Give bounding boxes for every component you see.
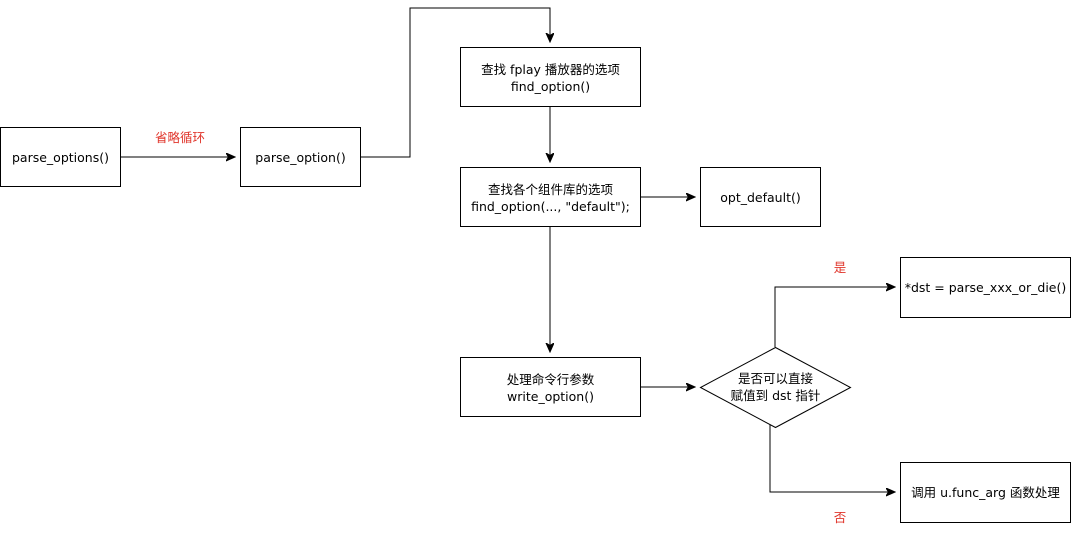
node-find-option-fplay-line-1: 查找 fplay 播放器的选项 [481,62,620,77]
node-find-option-fplay: 查找 fplay 播放器的选项 find_option() [460,47,641,107]
node-parse-option: parse_option() [240,127,361,187]
node-func-arg: 调用 u.func_arg 函数处理 [900,462,1071,523]
node-parse-or-die: *dst = parse_xxx_or_die() [900,257,1071,318]
node-find-option-fplay-line-2: find_option() [511,79,590,94]
node-func-arg-label: 调用 u.func_arg 函数处理 [911,485,1060,500]
node-find-option-libs: 查找各个组件库的选项 find_option(..., "default"); [460,167,641,227]
node-parse-options-label: parse_options() [12,150,109,165]
node-find-option-libs-line-2: find_option(..., "default"); [471,199,630,214]
edge-label-yes: 是 [834,260,847,275]
node-decision-line-2: 赋值到 dst 指针 [731,388,821,403]
edge-label-skip-loop: 省略循环 [155,130,205,145]
edge-parse-option-to-find-option-fplay [360,7,550,158]
edge-label-no: 否 [834,510,847,525]
node-write-option-line-1: 处理命令行参数 [507,372,595,387]
node-opt-default-label: opt_default() [720,190,800,205]
node-write-option-line-2: write_option() [507,389,594,404]
node-decision: 是否可以直接 赋值到 dst 指针 [699,346,852,429]
node-parse-or-die-label: *dst = parse_xxx_or_die() [905,280,1067,295]
node-parse-options: parse_options() [0,127,121,187]
node-parse-option-label: parse_option() [255,150,345,165]
node-write-option: 处理命令行参数 write_option() [460,357,641,417]
node-decision-line-1: 是否可以直接 [738,371,814,386]
node-find-option-libs-line-1: 查找各个组件库的选项 [488,182,613,197]
edge-decision-yes [774,287,894,347]
node-opt-default: opt_default() [700,167,821,227]
edge-decision-no [769,425,894,492]
